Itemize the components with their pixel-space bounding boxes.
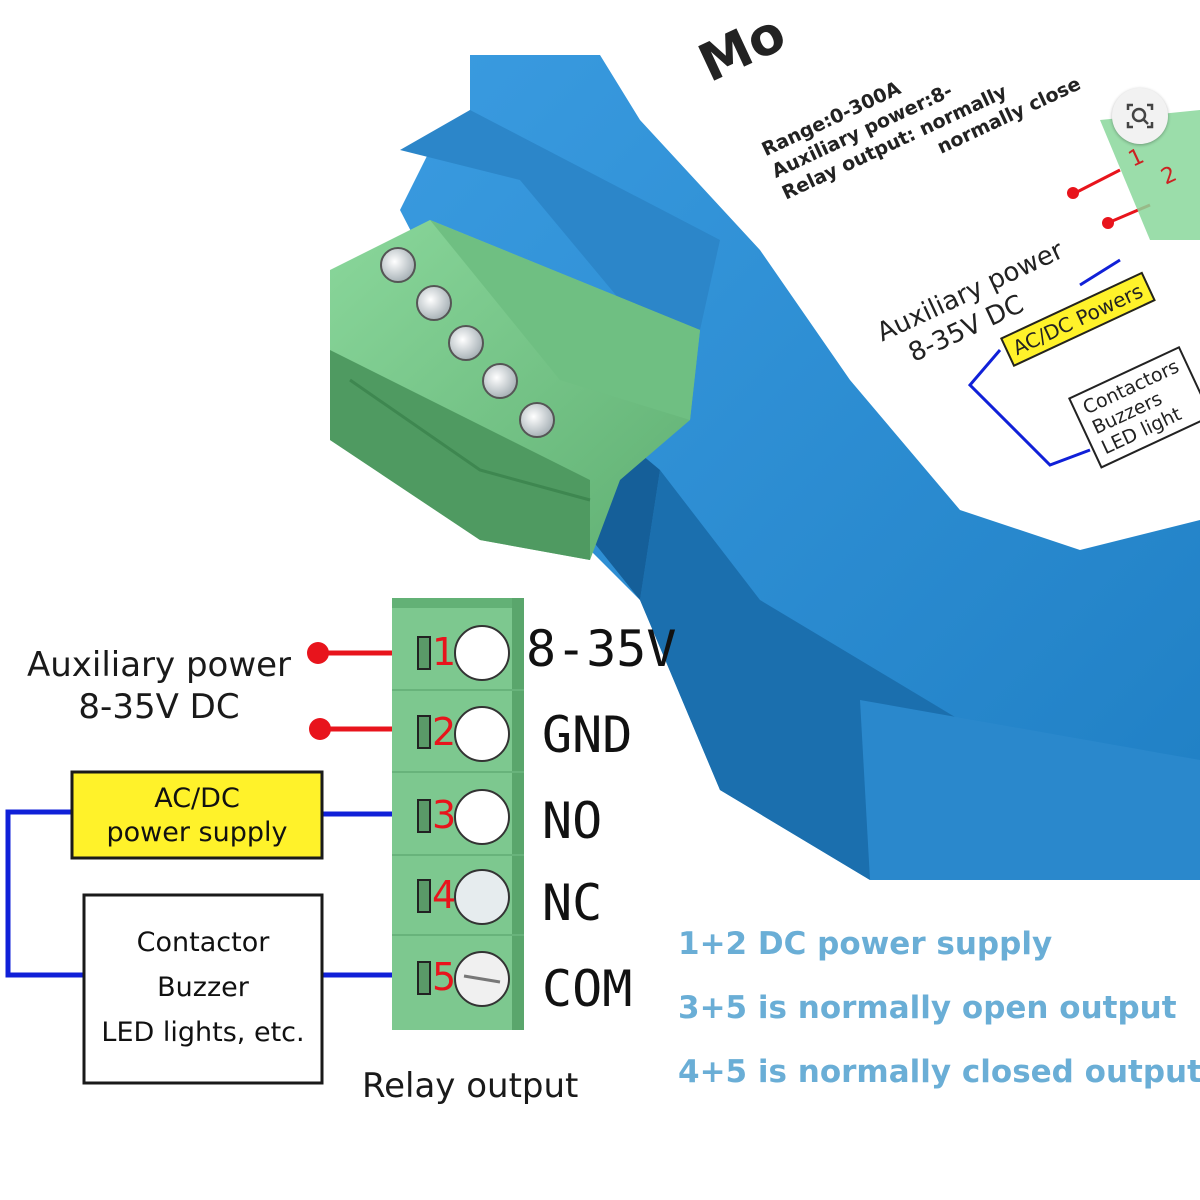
- aux-power-line-1: Auxiliary power: [26, 645, 292, 685]
- label-wiring: [967, 110, 1200, 467]
- note-dc-supply: 1+2 DC power supply: [678, 926, 1053, 962]
- terminal-number-4: 4: [432, 873, 457, 917]
- load-line-2: Buzzer: [157, 972, 249, 1003]
- device-label: [600, 55, 1200, 550]
- load-line-3: LED lights, etc.: [101, 1017, 305, 1048]
- terminal-number-1: 1: [432, 630, 457, 674]
- terminal-strip: [392, 598, 524, 1030]
- terminal-screw-1: [454, 625, 510, 681]
- load-line-1: Contactor: [136, 927, 270, 958]
- note-normally-open: 3+5 is normally open output: [678, 990, 1177, 1026]
- aux-power-label: Auxiliary power 8-35V DC: [14, 644, 304, 728]
- wire-dot-pin1: [307, 642, 329, 664]
- terminal-screw-3: [454, 789, 510, 845]
- terminal-name-5: COM: [542, 960, 633, 1018]
- wire-loop: [5, 809, 84, 978]
- note-normally-closed: 4+5 is normally closed output: [678, 1054, 1200, 1090]
- terminal-name-2: GND: [542, 706, 633, 764]
- terminal-number-3: 3: [432, 793, 457, 837]
- terminal-number-2: 2: [432, 710, 457, 754]
- terminal-screw-2: [454, 706, 510, 762]
- device-terminal-screws: [380, 247, 555, 438]
- supply-line-1: AC/DC: [154, 783, 240, 814]
- terminal-name-1: 8-35V: [526, 620, 677, 678]
- lens-button[interactable]: [1112, 88, 1168, 144]
- terminal-number-5: 5: [432, 955, 457, 999]
- terminal-name-3: NO: [542, 792, 603, 850]
- supply-box: [70, 770, 324, 860]
- search-lens-icon: [1126, 103, 1154, 129]
- relay-output-label: Relay output: [362, 1066, 579, 1106]
- supply-box-text: AC/DC power supply: [72, 782, 322, 850]
- load-box: [82, 893, 324, 1085]
- load-box-text: Contactor Buzzer LED lights, etc.: [84, 920, 322, 1055]
- main-wiring: [5, 642, 392, 978]
- terminal-screw-4: [454, 869, 510, 925]
- wire-dot-pin2: [309, 718, 331, 740]
- aux-power-line-2: 8-35V DC: [78, 687, 240, 727]
- supply-line-2: power supply: [106, 816, 288, 848]
- terminal-name-4: NC: [542, 874, 603, 932]
